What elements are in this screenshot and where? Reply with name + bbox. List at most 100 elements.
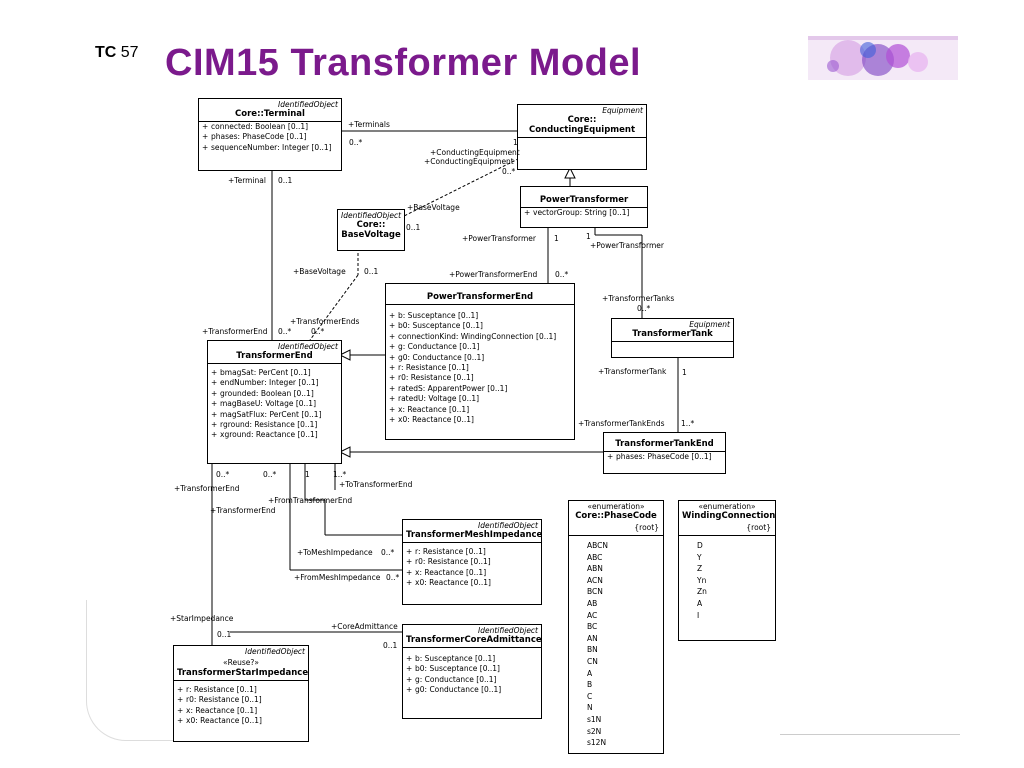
attribute: +ratedU: Voltage [0..1] — [389, 394, 480, 404]
multiplicity-label: 0..* — [263, 470, 277, 479]
enum-literal: ABCN — [587, 541, 608, 550]
attribute: +x0: Reactance [0..1] — [406, 578, 491, 588]
role-label: +TransformerEnds — [290, 317, 360, 326]
enum-literal: C — [587, 691, 593, 701]
attribute: +bmagSat: PerCent [0..1] — [211, 368, 311, 377]
class-name: Core::ConductingEquipment — [528, 115, 636, 135]
multiplicity-label: 0..* — [555, 270, 569, 279]
role-label: +PowerTransformer — [590, 241, 664, 250]
enum-winding-connection: «enumeration» WindingConnection {root} D… — [678, 500, 776, 641]
enum-literal: CN — [587, 656, 598, 666]
multiplicity-label: 0..* — [216, 470, 230, 479]
class-name: WindingConnection — [682, 511, 776, 521]
role-label: +ToTransformerEnd — [339, 480, 413, 489]
attribute: +r0: Resistance [0..1] — [389, 373, 474, 383]
stereotype: Equipment — [602, 106, 643, 115]
attribute: +connected: Boolean [0..1] — [202, 122, 309, 131]
stereotype: IdentifiedObject — [244, 647, 305, 656]
multiplicity-label: 1 — [682, 368, 687, 377]
multiplicity-label: 0..* — [311, 327, 325, 336]
enum-literal: B — [587, 680, 593, 690]
enum-literal: BCN — [587, 587, 603, 597]
class-name: TransformerMeshImpedance — [406, 530, 543, 540]
enum-literal: AB — [587, 598, 598, 608]
role-label: +TransformerTanks — [602, 294, 675, 303]
class-name: TransformerStarImpedance — [177, 668, 309, 678]
class-terminal: IdentifiedObject Core::Terminal +connect… — [198, 98, 342, 171]
class-name: PowerTransformer — [539, 195, 629, 205]
role-label: +TransformerTank — [598, 367, 667, 376]
attribute: +r0: Resistance [0..1] — [177, 695, 262, 705]
stereotype: IdentifiedObject — [477, 626, 538, 635]
attribute: +r0: Resistance [0..1] — [406, 557, 491, 567]
class-power-transformer: PowerTransformer +vectorGroup: String [0… — [520, 186, 648, 228]
stereotype: IdentifiedObject — [341, 211, 402, 220]
enum-literal: N — [587, 703, 593, 713]
attribute: +sequenceNumber: Integer [0..1] — [202, 142, 332, 152]
enum-literal: Y — [697, 552, 702, 562]
root-tag: {root} — [746, 523, 771, 532]
attribute: +r: Resistance [0..1] — [389, 363, 469, 373]
attribute: +g: Conductance [0..1] — [406, 674, 497, 684]
enum-literal: AC — [587, 610, 598, 620]
enum-literal: ABN — [587, 564, 603, 574]
role-label: +TransformerTankEnds — [578, 419, 665, 428]
class-name: Core::BaseVoltage — [341, 220, 401, 240]
enum-literal: s1N — [587, 714, 602, 724]
attribute: +magSatFlux: PerCent [0..1] — [211, 409, 322, 419]
multiplicity-label: 1 — [586, 232, 591, 241]
enum-literal: s2N — [587, 726, 602, 736]
role-label: +StarImpedance — [170, 614, 234, 623]
attribute: +x: Reactance [0..1] — [177, 705, 258, 715]
attribute: +b: Susceptance [0..1] — [389, 311, 479, 320]
role-label: +FromTransformerEnd — [268, 496, 353, 505]
enum-literal: A — [697, 598, 703, 608]
role-label: +TransformerEnd — [202, 327, 268, 336]
stereotype: IdentifiedObject — [277, 342, 338, 351]
class-name: TransformerEnd — [236, 351, 313, 361]
role-label: +ConductingEquipment — [424, 157, 514, 166]
attribute: +x0: Reactance [0..1] — [177, 716, 262, 726]
class-name: TransformerTankEnd — [615, 439, 714, 449]
multiplicity-label: 0..1 — [278, 176, 293, 185]
multiplicity-label: 1 — [305, 470, 310, 479]
multiplicity-label: 0..1 — [406, 223, 421, 232]
attribute: +b: Susceptance [0..1] — [406, 654, 496, 663]
enum-literal: BN — [587, 645, 598, 655]
page-title: CIM15 Transformer Model — [165, 42, 642, 84]
attribute: +vectorGroup: String [0..1] — [524, 208, 630, 217]
class-transformer-core-admittance: IdentifiedObject TransformerCoreAdmittan… — [402, 624, 542, 719]
enum-literal: D — [697, 541, 703, 550]
stereotype: IdentifiedObject — [477, 521, 538, 530]
attribute: +r: Resistance [0..1] — [406, 547, 486, 556]
enum-literal: ABC — [587, 552, 603, 562]
tc-label: TC 57 — [95, 44, 139, 61]
enum-literal: A — [587, 668, 593, 678]
attribute: +phases: PhaseCode [0..1] — [607, 452, 712, 461]
enum-literal: Z — [697, 564, 703, 574]
attribute: +b0: Susceptance [0..1] — [406, 664, 500, 674]
role-label: +PowerTransformer — [462, 234, 536, 243]
enum-literal: AN — [587, 633, 598, 643]
attribute: +endNumber: Integer [0..1] — [211, 378, 319, 388]
role-label: +TransformerEnd — [174, 484, 240, 493]
attribute: +phases: PhaseCode [0..1] — [202, 132, 307, 142]
attribute: +grounded: Boolean [0..1] — [211, 388, 314, 398]
multiplicity-label: 0..* — [278, 327, 292, 336]
role-label: +BaseVoltage — [407, 203, 460, 212]
role-label: +CoreAdmittance — [331, 622, 398, 631]
enum-literal: s12N — [587, 738, 607, 748]
multiplicity-label: 0..* — [381, 548, 395, 557]
decorative-corner — [86, 600, 227, 741]
multiplicity-label: 0..* — [502, 167, 516, 176]
role-label: +FromMeshImpedance — [294, 573, 381, 582]
multiplicity-label: 0..* — [386, 573, 400, 582]
multiplicity-label: 1 — [513, 138, 518, 147]
class-transformer-star-impedance: IdentifiedObject «Reuse?» TransformerSta… — [173, 645, 309, 742]
multiplicity-label: 0..1 — [217, 630, 232, 639]
multiplicity-label: 1..* — [333, 470, 347, 479]
attribute: +x0: Reactance [0..1] — [389, 415, 474, 425]
root-tag: {root} — [634, 523, 659, 532]
logo-image — [808, 36, 958, 80]
